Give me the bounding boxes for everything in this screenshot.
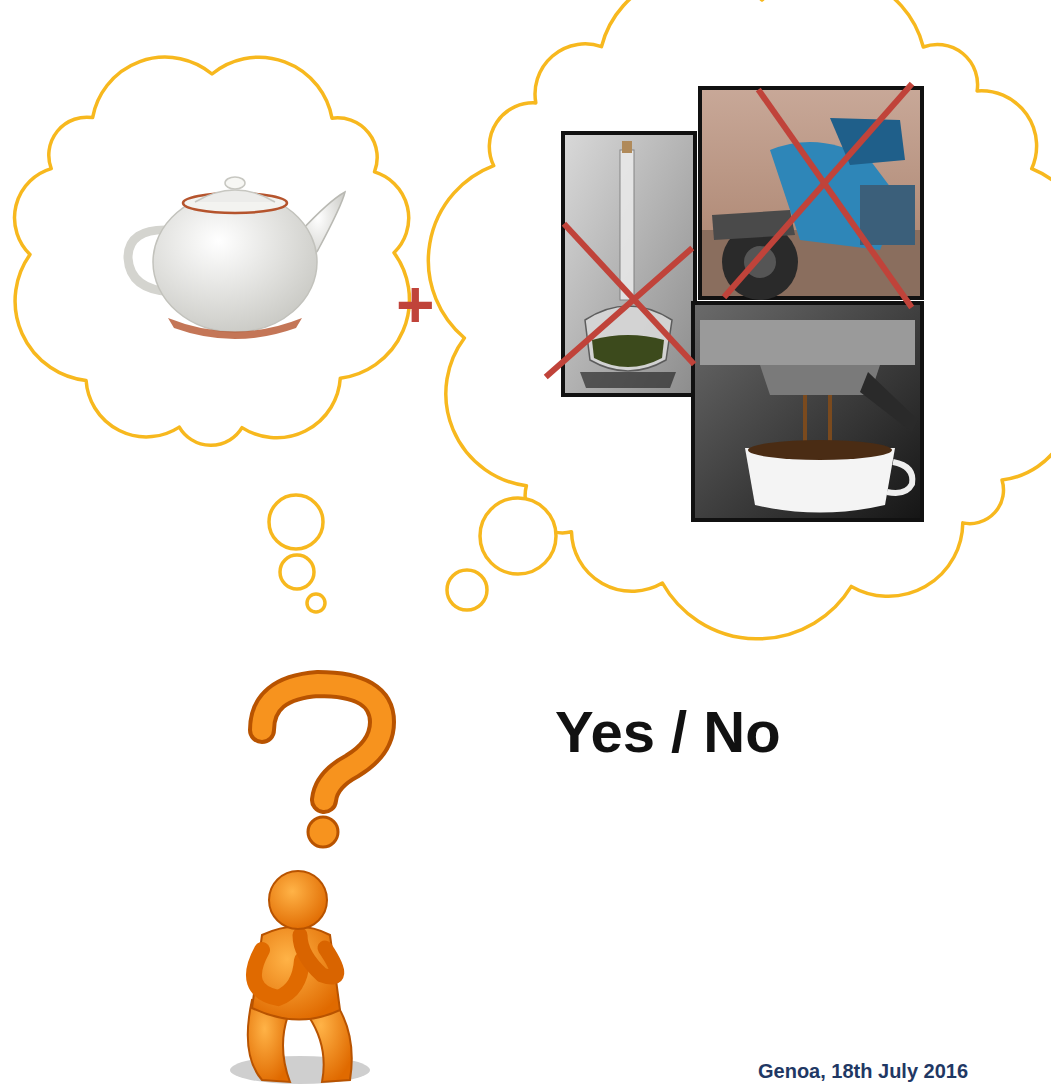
teapot-picture — [128, 177, 345, 339]
plus-sign: + — [396, 268, 435, 341]
cross-out-marks — [548, 86, 910, 375]
date-note: Genoa, 18th July 2016 — [758, 1060, 968, 1082]
thought-bubble — [447, 570, 487, 610]
espresso-photo — [693, 303, 922, 520]
thought-bubble — [269, 495, 323, 549]
answer-label: Yes / No — [555, 700, 781, 764]
thought-clouds — [15, 0, 1051, 639]
thought-bubble — [280, 555, 314, 589]
thought-cloud — [15, 57, 410, 445]
thought-cloud — [428, 0, 1051, 639]
thought-bubble — [480, 498, 556, 574]
thinking-figure — [230, 684, 382, 1084]
thought-bubble — [307, 594, 325, 612]
